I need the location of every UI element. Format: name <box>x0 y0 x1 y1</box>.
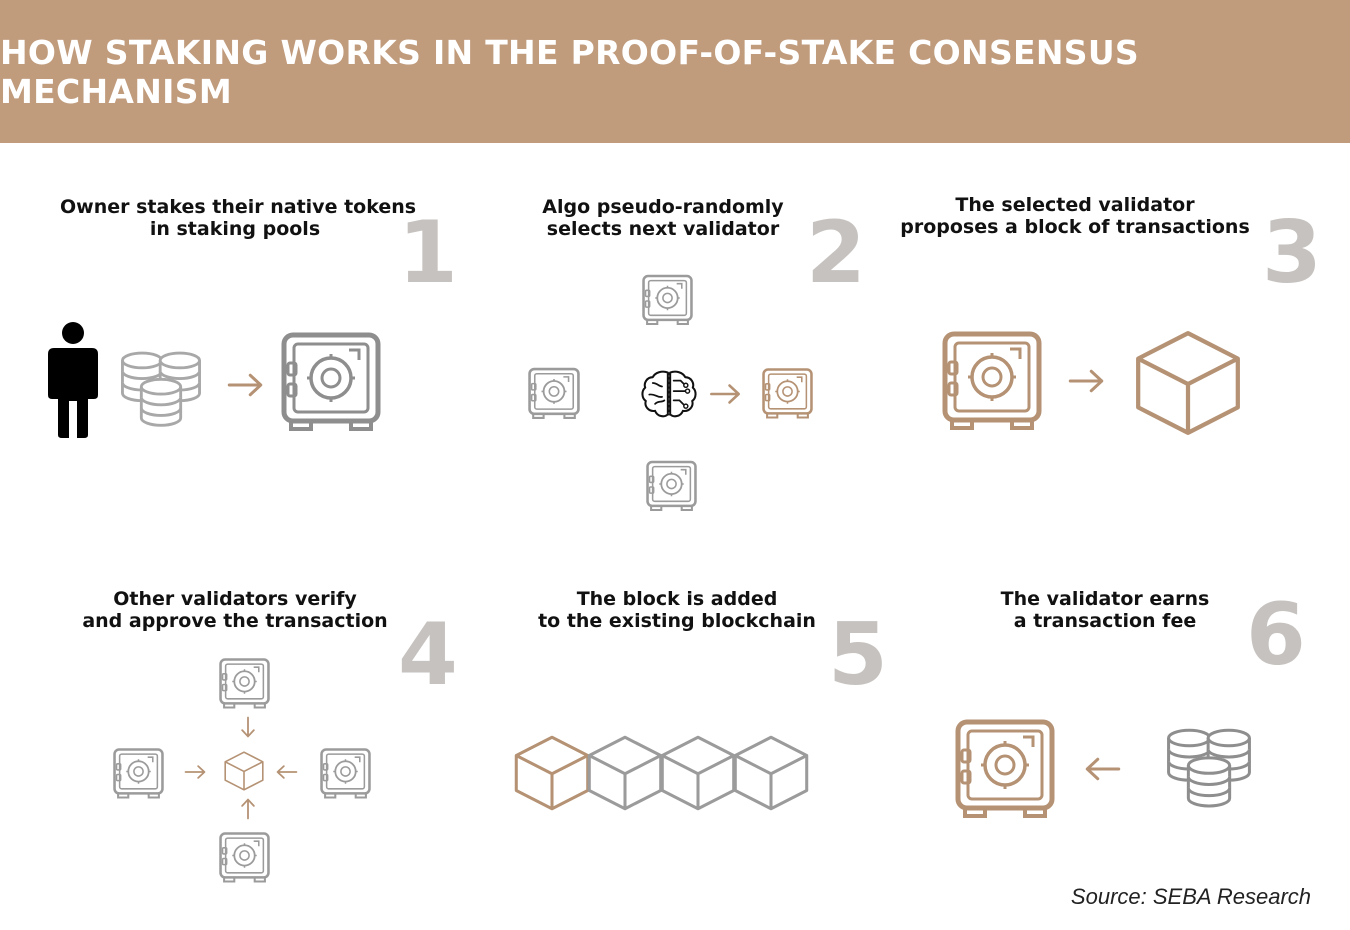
step-3-line-1: The selected validator <box>955 194 1195 216</box>
safe-icon <box>528 367 580 420</box>
step-1-line-2: in staking pools <box>149 218 321 240</box>
safe-icon <box>646 460 697 512</box>
safe-icon <box>762 368 813 419</box>
arrow-icon <box>241 716 255 738</box>
cube-icon <box>1134 330 1242 436</box>
title-banner: HOW STAKING WORKS IN THE PROOF-OF-STAKE … <box>0 0 1350 143</box>
safe-icon <box>219 658 270 709</box>
step-1-number: 1 <box>398 203 458 303</box>
cube-icon <box>660 735 736 811</box>
source-note: Source: SEBA Research <box>1070 884 1311 909</box>
brain-icon <box>641 370 697 418</box>
step-2-caption: Algo pseudo-randomly selects next valida… <box>513 196 813 240</box>
step-2-number: 2 <box>806 203 866 303</box>
step-3-number: 3 <box>1262 203 1322 303</box>
cube-icon <box>587 735 663 811</box>
arrow-icon <box>710 384 740 404</box>
step-4-line-1: Other validators verify <box>113 588 357 610</box>
step-6-number: 6 <box>1246 585 1306 685</box>
safe-icon <box>955 714 1055 824</box>
cube-icon <box>733 735 809 811</box>
coins-icon <box>121 351 201 427</box>
step-6-line-1: The validator earns <box>1000 588 1210 610</box>
cube-icon <box>514 735 590 811</box>
step-1-line-1: Owner stakes their native tokens <box>60 196 417 218</box>
step-2-line-1: Algo pseudo-randomly <box>542 196 784 218</box>
step-5-number: 5 <box>828 605 888 705</box>
safe-icon <box>219 832 270 883</box>
step-4-number: 4 <box>398 605 458 705</box>
step-5-caption: The block is added to the existing block… <box>522 588 832 632</box>
arrow-icon <box>227 373 263 397</box>
safe-icon <box>942 326 1042 436</box>
step-3-caption: The selected validator proposes a block … <box>900 194 1250 238</box>
safe-icon <box>113 748 164 799</box>
step-1-caption: Owner stakes their native tokens in stak… <box>60 196 417 240</box>
arrow-icon <box>276 765 298 779</box>
coins-icon <box>1167 728 1251 808</box>
step-5-line-1: The block is added <box>576 588 778 610</box>
page-title: HOW STAKING WORKS IN THE PROOF-OF-STAKE … <box>0 32 1140 111</box>
safe-icon <box>642 274 693 326</box>
arrow-icon <box>1068 369 1104 393</box>
step-4-caption: Other validators verify and approve the … <box>70 588 400 632</box>
safe-icon <box>320 748 371 799</box>
step-6-caption: The validator earns a transaction fee <box>960 588 1250 632</box>
step-6-line-2: a transaction fee <box>1013 610 1197 632</box>
arrow-icon <box>1085 757 1121 781</box>
step-2-line-2: selects next validator <box>546 218 780 240</box>
step-5-line-2: to the existing blockchain <box>538 610 816 632</box>
arrow-icon <box>184 765 206 779</box>
step-3-line-2: proposes a block of transactions <box>900 216 1250 238</box>
person-icon <box>48 322 98 438</box>
safe-icon <box>281 327 381 437</box>
step-4-line-2: and approve the transaction <box>82 610 388 632</box>
arrow-icon <box>241 798 255 820</box>
cube-icon <box>224 751 264 791</box>
